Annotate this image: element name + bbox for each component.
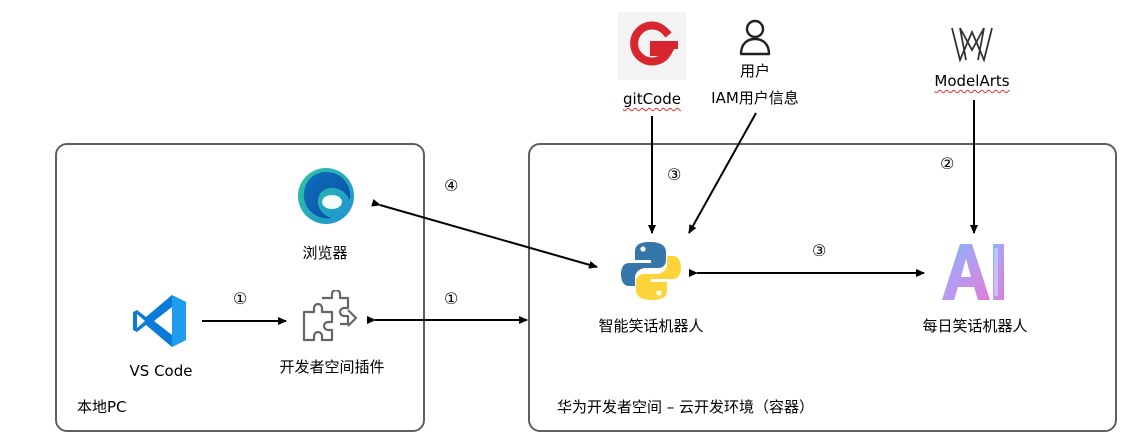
step-marker-gitcode: ③ [667,165,682,184]
modelarts-label: ModelArts [934,72,1010,90]
user-icon [739,19,771,56]
arrow-browser-bot [371,198,598,269]
cloud-env-panel [528,143,1117,432]
gitcode-icon [630,21,678,66]
vscode-icon [133,295,186,347]
step-marker-plugin-bot: ① [444,289,459,308]
browser-icon [298,168,354,224]
python-icon [621,242,681,300]
iam-user-info-label: IAM用户信息 [711,89,799,107]
user-label: 用户 [739,62,771,80]
arrow-user-bot [688,112,757,234]
gitcode-label: gitCode [623,90,681,108]
step-marker-modelarts: ② [940,154,955,173]
browser-label: 浏览器 [302,244,348,262]
daily-bot-label: 每日笑话机器人 [922,317,1028,335]
local-pc-panel [55,143,425,432]
local-pc-label: 本地PC [77,398,127,416]
vscode-label: VS Code [129,362,193,380]
cloud-env-label: 华为开发者空间 – 云开发环境（容器） [557,398,815,416]
step-marker-bot-daily: ③ [812,241,827,260]
puzzle-plugin-icon [302,290,358,342]
plugin-label: 开发者空间插件 [279,358,385,376]
gitcode-logo [618,12,686,80]
step-marker-browser: ④ [444,176,459,195]
step-marker-vscode-plugin: ① [233,289,248,308]
modelarts-icon [951,27,993,62]
ai-icon [942,244,1004,300]
bot-label: 智能笑话机器人 [598,317,704,335]
